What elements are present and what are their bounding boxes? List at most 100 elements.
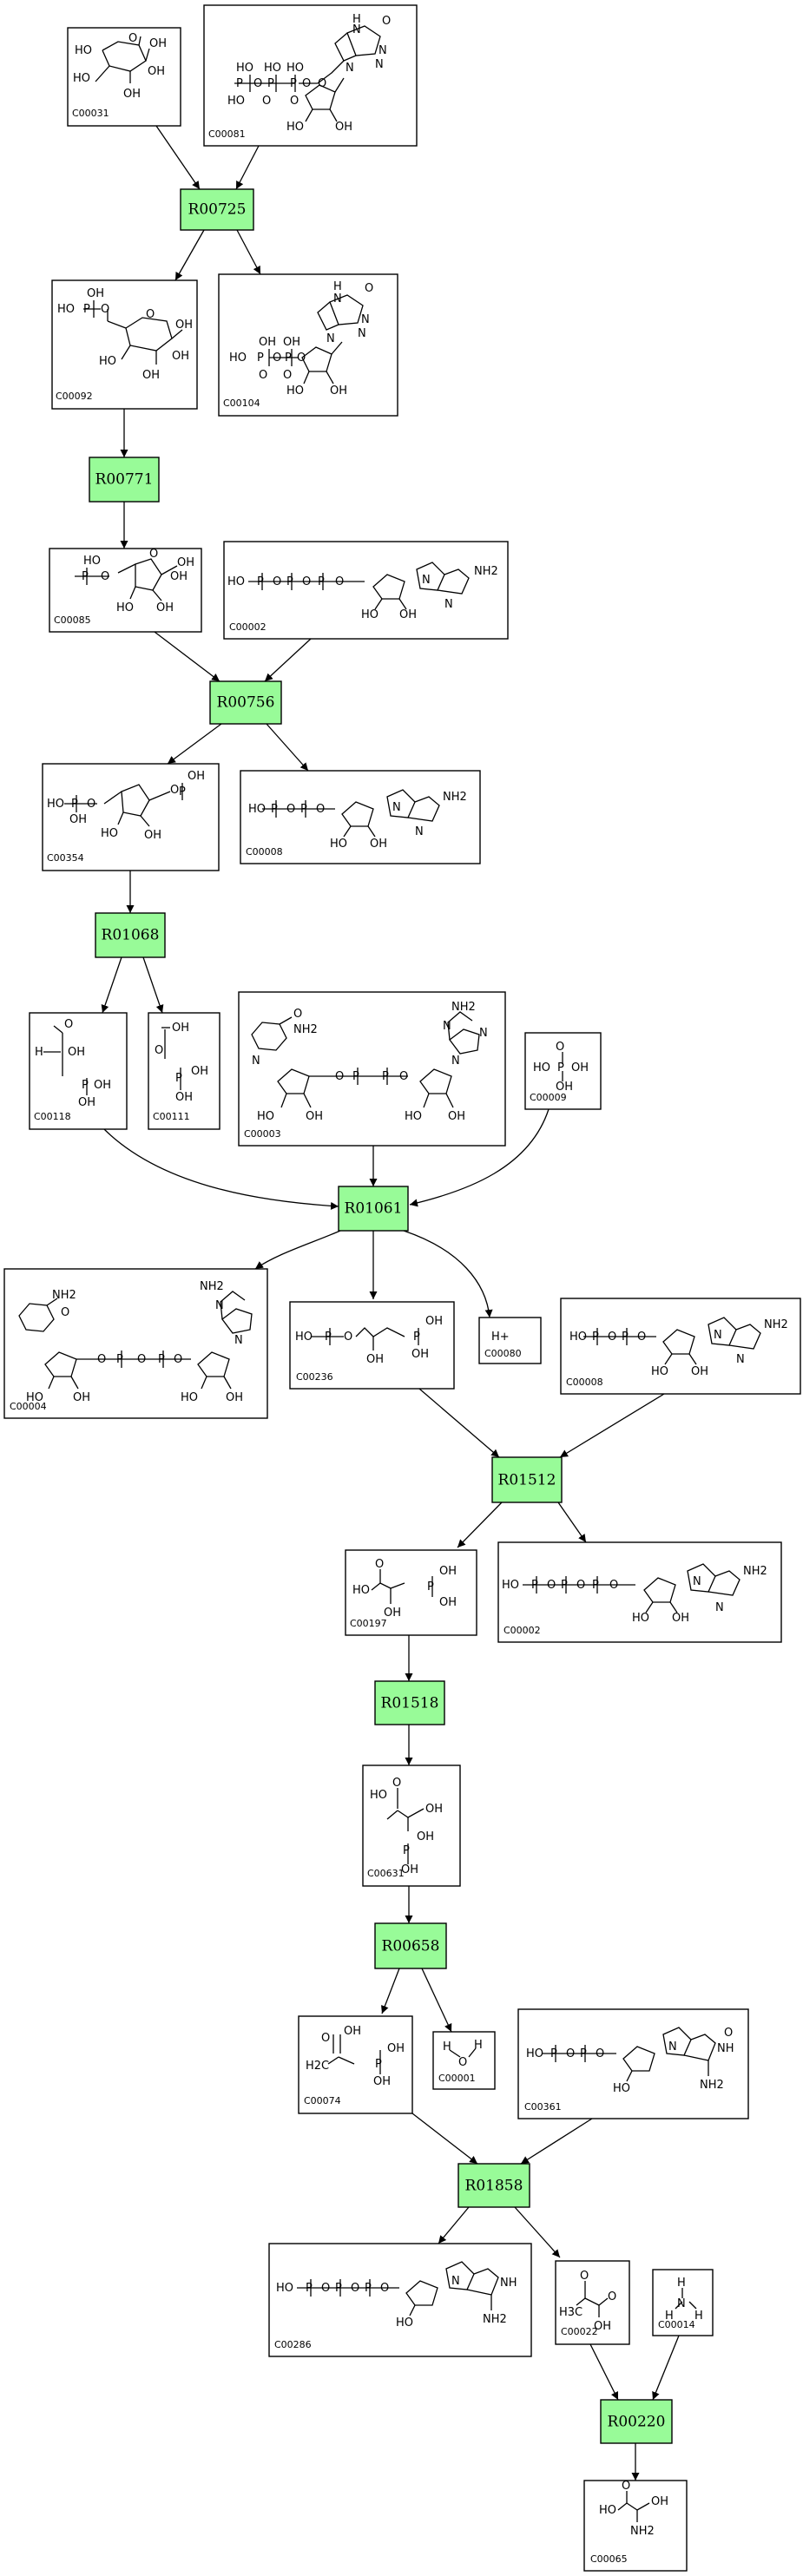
compound-c00197[interactable]: HO O OH P OH OH C00197 [345, 1549, 477, 1636]
atom-label: OH [556, 1081, 573, 1094]
atom-label: O [101, 570, 109, 583]
structure-c00004: NH2 O NH2 N N O P O P O HO OH HO OH [18, 1280, 253, 1404]
reaction-r00725[interactable]: R00725 [180, 188, 254, 231]
atom-label: N [378, 44, 387, 57]
atom-label: NH2 [630, 2525, 655, 2538]
compound-c00009[interactable]: O HO P OH OH C00009 [524, 1032, 602, 1110]
compound-id: C00197 [350, 1618, 387, 1629]
compound-c00081[interactable]: H N O N N N HO P HO O HO P O HO P O O O … [203, 4, 418, 147]
compound-c00002[interactable]: HO P O P O P O NH2 N N HO OH C00002 [223, 541, 509, 640]
structure-c00022: O H3C OH O [559, 2270, 616, 2333]
atom-label: O [316, 803, 325, 816]
atom-label: HO [99, 355, 116, 368]
atom-label: HO [370, 1789, 387, 1802]
reaction-r00756[interactable]: R00756 [209, 680, 282, 725]
atom-label: O [724, 2027, 733, 2040]
compound-c00085[interactable]: HO P O O OH OH HO OH C00085 [49, 548, 202, 633]
atom-label: HO [569, 1331, 587, 1344]
atom-label: OH [691, 1365, 708, 1378]
atom-label: NH2 [743, 1565, 767, 1578]
atom-label: P [116, 1353, 123, 1366]
atom-label: HO [502, 1579, 519, 1592]
structure-c00354: HO P O O P OH OH OH HO [47, 770, 205, 842]
compound-c00361[interactable]: HO P O P O O NH N NH2 HO C00361 [517, 2008, 749, 2119]
compound-c00080[interactable]: H+ C00080 [478, 1317, 542, 1364]
compound-c00001[interactable]: H O H C00001 [432, 2031, 496, 2090]
atom-label: O [576, 1579, 585, 1592]
atom-label: P [592, 1331, 599, 1344]
atom-label: O [556, 1041, 564, 1054]
atom-label: P [592, 1579, 599, 1592]
reaction-r01068[interactable]: R01068 [95, 912, 166, 958]
compound-id: C00631 [367, 1868, 405, 1879]
atom-label: P [286, 575, 293, 588]
atom-label: P [82, 1079, 89, 1092]
atom-label: OH [69, 813, 87, 826]
reaction-label: R01858 [465, 2178, 523, 2195]
atom-label: P [382, 1070, 389, 1083]
atom-label: O [580, 2270, 589, 2283]
reaction-r00220[interactable]: R00220 [600, 2399, 673, 2444]
atom-label: N [677, 2297, 686, 2310]
compound-c00092[interactable]: OH HO P O O OH HO OH OH C00092 [51, 279, 198, 410]
compound-c00031[interactable]: HO O OH HO OH OH C00031 [67, 27, 181, 127]
atom-label: O [335, 575, 344, 588]
atom-label: O [290, 95, 299, 108]
reaction-label: R00725 [188, 201, 247, 219]
compound-c00022[interactable]: O H3C OH O C00022 [555, 2260, 630, 2345]
reaction-r00658[interactable]: R00658 [374, 1922, 447, 1969]
compound-c00014[interactable]: H N H H C00014 [652, 2269, 714, 2336]
compound-id: C00008 [566, 1377, 603, 1388]
atom-label: HO [229, 352, 247, 365]
compound-c00104[interactable]: H N O N N N OH HO P O OH P O O O HO OH C… [218, 273, 398, 417]
atom-label: H [677, 2277, 686, 2290]
atom-label: NH2 [483, 2313, 507, 2326]
edge-c00002-r00756 [264, 638, 312, 682]
edge-r01512-c00002b [557, 1502, 587, 1543]
edge-r01061-c00080 [403, 1230, 493, 1318]
compound-c00354[interactable]: HO P O O P OH OH OH HO C00354 [42, 763, 220, 871]
reaction-label: R01512 [498, 1472, 556, 1489]
atom-label: OH [68, 1046, 85, 1059]
compound-c00118[interactable]: O H OH P OH OH C00118 [29, 1012, 128, 1130]
compound-c00002-b[interactable]: HO P O P O P O NH2 N N HO OH C00002 [497, 1541, 782, 1643]
compound-id: C00001 [438, 2073, 476, 2084]
atom-label: HO [73, 72, 90, 85]
edge-r00725-c00092 [174, 229, 205, 281]
atom-label: HO [286, 121, 304, 134]
compound-c00065[interactable]: HO O NH2 OH C00065 [583, 2480, 688, 2572]
atom-label: P [325, 1331, 332, 1344]
reaction-r00771[interactable]: R00771 [89, 457, 160, 503]
compound-c00004[interactable]: NH2 O NH2 N N O P O P O HO OH HO OH C000… [3, 1268, 268, 1419]
atom-label: O [149, 548, 158, 561]
atom-label: OH [384, 1607, 401, 1620]
atom-label: NH2 [451, 1001, 476, 1014]
compound-c00008-b[interactable]: HO P O P O NH2 N N HO OH C00008 [560, 1298, 801, 1395]
atom-label: N [346, 62, 354, 75]
atom-label: HO [264, 62, 281, 75]
atom-label: N [326, 332, 335, 345]
atom-label: HO [83, 555, 101, 568]
compound-c00008[interactable]: HO P O P O NH2 N N HO OH C00008 [240, 770, 481, 864]
reaction-r01512[interactable]: R01512 [491, 1456, 563, 1503]
reaction-r01061[interactable]: R01061 [338, 1186, 409, 1232]
structure-c00286: HO P O P O P O NH N NH2 HO [276, 2261, 517, 2330]
atom-label: P [335, 2282, 342, 2295]
compound-c00236[interactable]: HO P O OH P OH OH C00236 [289, 1301, 455, 1390]
reaction-r01518[interactable]: R01518 [374, 1680, 445, 1725]
atom-label: O [608, 2290, 616, 2303]
atom-label: O [128, 32, 137, 45]
atom-label: H [694, 2310, 703, 2323]
compound-c00003-a[interactable]: NH2 O NH2 N N N N HO OH O P P O HO OH C0… [238, 991, 506, 1147]
structure-c00009: O HO P OH OH [533, 1041, 589, 1094]
compound-c00631[interactable]: HO O OH P OH OH C00631 [362, 1764, 461, 1887]
structure-c00002-b: HO P O P O P O NH2 N N HO OH [502, 1563, 767, 1625]
edge-c00022-r00220 [589, 2343, 619, 2401]
compound-c00111[interactable]: OH O P OH OH C00111 [148, 1012, 220, 1130]
compound-id: C00009 [530, 1092, 567, 1103]
reaction-r01858[interactable]: R01858 [457, 2163, 530, 2208]
compound-c00074[interactable]: OH O P OH OH H2C C00074 [298, 2015, 413, 2114]
compound-c00286[interactable]: HO P O P O P O NH N NH2 HO C00286 [268, 2243, 532, 2357]
atom-label: OH [366, 1353, 384, 1366]
compound-id: C00022 [561, 2326, 598, 2337]
